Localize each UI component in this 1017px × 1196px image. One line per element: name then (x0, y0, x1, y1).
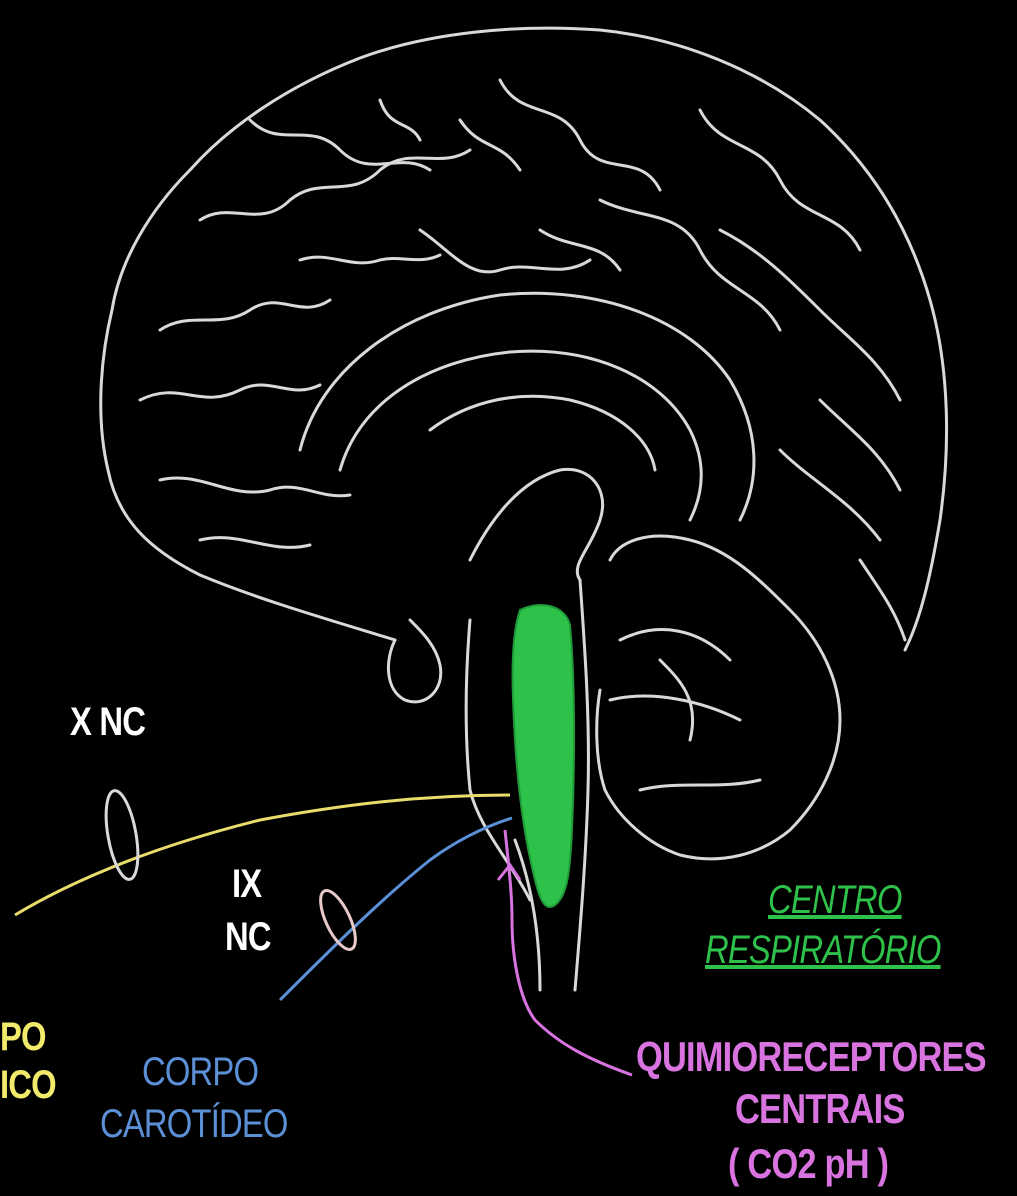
cerebrum-outline (101, 28, 947, 650)
respiratory-center-label-line1: CENTRO (768, 878, 902, 923)
aortic-body-label-line2: ICO (0, 1063, 56, 1108)
glossopharyngeal-nerve-path (280, 818, 512, 1000)
x-nc-label: X NC (70, 700, 145, 745)
chemoreceptors-label-line3: ( CO2 pH ) (728, 1140, 888, 1188)
ix-nc-label-line1: IX (232, 862, 261, 907)
chemoreceptors-label-line1: QUIMIORECEPTORES (636, 1033, 986, 1081)
ix-nc-label-line2: NC (225, 915, 271, 960)
chemoreceptors-label-line2: CENTRAIS (735, 1085, 904, 1133)
carotid-body-label-line2: CAROTÍDEO (100, 1102, 288, 1147)
glossopharyngeal-ganglion (314, 886, 363, 954)
carotid-body-label-line1: CORPO (142, 1050, 258, 1095)
vagus-ganglion (100, 788, 143, 881)
respiratory-center-label-line2: RESPIRATÓRIO (705, 928, 941, 973)
aortic-body-label-line1: PO (0, 1015, 46, 1060)
